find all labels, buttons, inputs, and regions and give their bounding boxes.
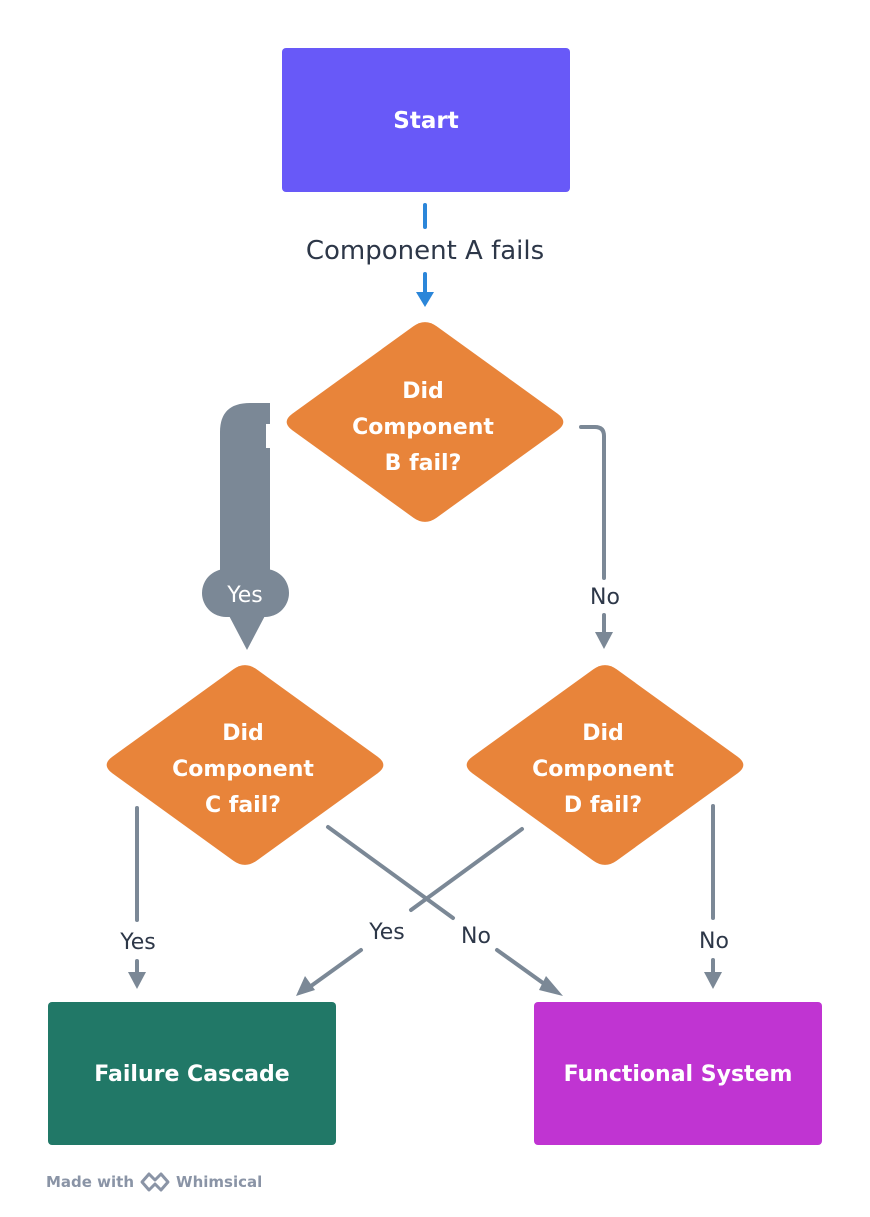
edge-label-component-a-fails: Component A fails [306, 236, 544, 266]
node-failure-cascade[interactable]: Failure Cascade [48, 1002, 336, 1145]
node-decision-c[interactable]: Did Component C fail? [106, 665, 384, 865]
arrowhead [416, 292, 434, 307]
arrowhead [595, 632, 613, 649]
node-functional-system[interactable]: Functional System [534, 1002, 822, 1145]
node-functional-system-label: Functional System [564, 1062, 793, 1087]
edge-label-no: No [461, 924, 491, 949]
edge-d-no: No [699, 804, 729, 989]
edge-b-yes: Yes [202, 403, 289, 650]
edge-label-yes: Yes [368, 920, 405, 945]
arrowhead [226, 610, 268, 650]
node-decision-b-line1: Did [402, 379, 444, 404]
footer-brand-text: Whimsical [176, 1173, 263, 1191]
node-decision-d-line2: Component [532, 757, 674, 782]
edge-c-no: No [326, 825, 563, 996]
edge-label-no: No [699, 929, 729, 954]
node-start[interactable]: Start [282, 48, 570, 192]
whimsical-logo-icon [140, 1172, 170, 1192]
node-decision-c-line3: C fail? [205, 793, 281, 818]
edge-label-yes: Yes [226, 583, 263, 608]
node-decision-b[interactable]: Did Component B fail? [286, 322, 564, 522]
node-failure-cascade-label: Failure Cascade [94, 1062, 289, 1087]
node-decision-b-line3: B fail? [385, 451, 462, 476]
node-start-label: Start [393, 108, 458, 134]
node-decision-d[interactable]: Did Component D fail? [466, 665, 744, 865]
node-decision-c-line2: Component [172, 757, 314, 782]
made-with-whimsical-footer[interactable]: Made with Whimsical [46, 1169, 262, 1195]
edge-label-yes: Yes [119, 930, 156, 955]
arrowhead [539, 976, 563, 996]
edge-label-no: No [590, 585, 620, 610]
node-decision-d-line3: D fail? [564, 793, 642, 818]
node-decision-d-line1: Did [582, 721, 624, 746]
edge-start-to-b: Component A fails [306, 203, 544, 307]
arrowhead [296, 976, 315, 996]
arrowhead [704, 972, 722, 989]
edge-b-no: No [579, 425, 620, 649]
edge-d-yes: Yes [296, 827, 524, 996]
node-decision-b-line2: Component [352, 415, 494, 440]
footer-made-with-text: Made with [46, 1173, 135, 1191]
edge-c-yes: Yes [119, 806, 156, 989]
node-decision-c-line1: Did [222, 721, 264, 746]
arrowhead [128, 972, 146, 989]
